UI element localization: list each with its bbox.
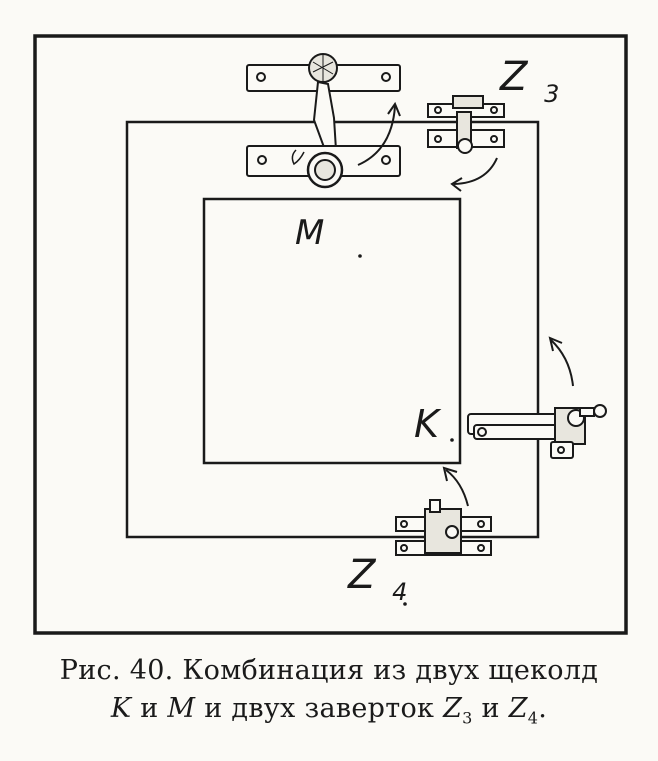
caption-z3: Z bbox=[443, 693, 463, 724]
caption-z4: Z bbox=[508, 693, 528, 724]
inner-panel bbox=[202, 197, 462, 465]
latch-k bbox=[467, 404, 607, 459]
door-diagram: M Z 3 K bbox=[33, 34, 628, 635]
latch-m bbox=[246, 53, 401, 189]
caption-prefix: Рис. 40. Комбинация из двух щеколд bbox=[59, 655, 599, 686]
caption-z3-sub: 3 bbox=[462, 708, 473, 728]
label-z3: Z 3 bbox=[499, 54, 559, 108]
latch-k-arrow bbox=[550, 339, 574, 387]
caption-middle: и двух заверток bbox=[204, 693, 435, 724]
caption-and-1: и bbox=[140, 693, 159, 724]
caption-z4-sub: 4 bbox=[527, 708, 539, 728]
turn-button-z3 bbox=[427, 95, 505, 154]
turn-button-z4 bbox=[395, 499, 492, 556]
caption-k: K bbox=[110, 693, 132, 724]
outer-frame bbox=[33, 34, 628, 635]
caption-m: M bbox=[167, 693, 196, 724]
caption-line-2: K и M и двух заверток Z3 и Z4. bbox=[0, 690, 658, 737]
label-k: K bbox=[414, 402, 442, 446]
caption-line-1: Рис. 40. Комбинация из двух щеколд bbox=[0, 652, 658, 690]
turn-button-z4-arrow bbox=[445, 469, 469, 507]
label-z4: Z 4 bbox=[347, 552, 407, 606]
caption-end: . bbox=[538, 693, 548, 724]
turn-button-z3-arrow bbox=[453, 157, 498, 185]
latch-m-arrow bbox=[357, 105, 396, 166]
label-m: M bbox=[295, 213, 324, 253]
figure-caption: Рис. 40. Комбинация из двух щеколд K и M… bbox=[0, 652, 658, 737]
caption-and-2: и bbox=[481, 693, 500, 724]
